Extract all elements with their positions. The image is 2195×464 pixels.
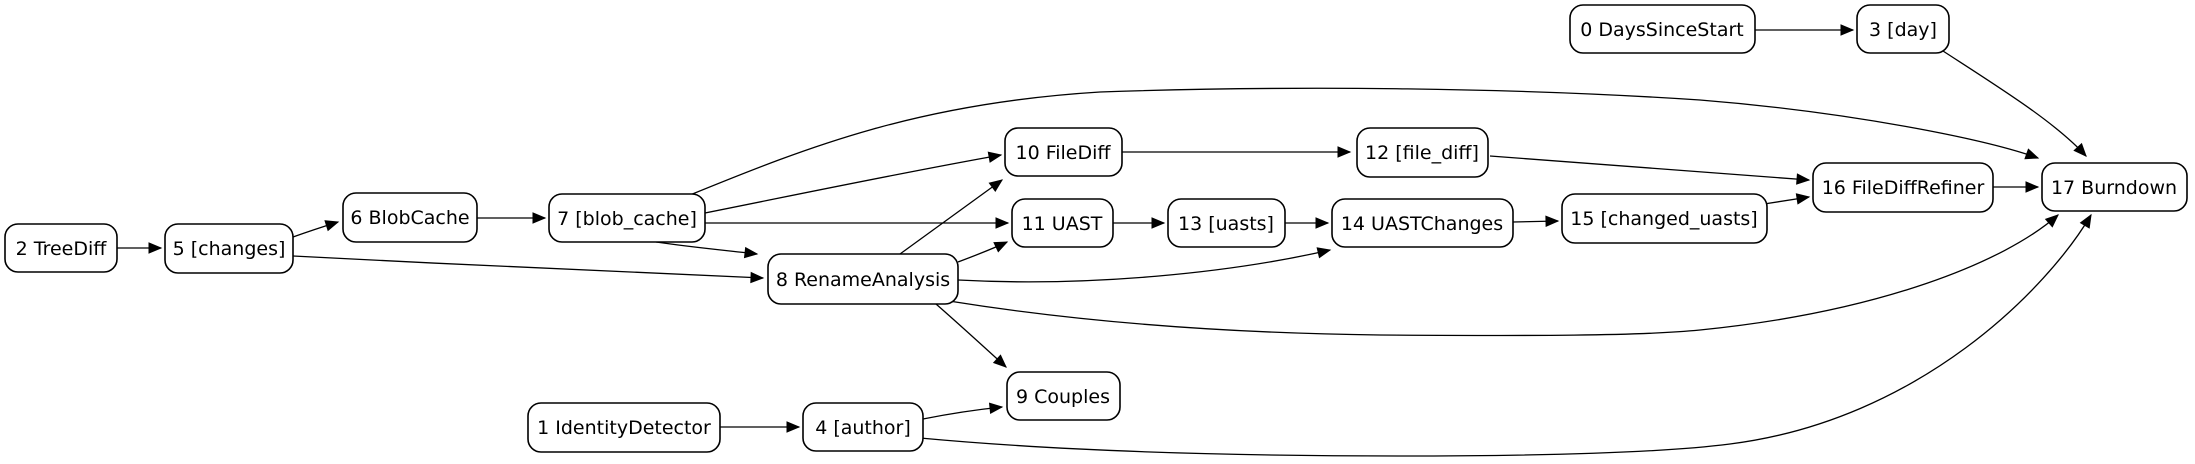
node-14-label: 14 UASTChanges	[1341, 213, 1503, 235]
edge-5-6	[292, 220, 340, 238]
node-0-box	[1569, 4, 1756, 54]
node-8-box	[767, 253, 959, 305]
node-3-day: 3 [day]	[1856, 4, 1950, 54]
edge-3-17	[1942, 50, 2087, 157]
node-16-label: 16 FileDiffRefiner	[1822, 177, 1985, 199]
edge-8-10	[899, 179, 1004, 255]
node-2-label: 2 TreeDiff	[16, 238, 108, 260]
node-15-box	[1561, 193, 1768, 244]
node-5-box	[164, 223, 294, 274]
edge-8-11	[957, 241, 1009, 263]
edge-layer	[117, 24, 2092, 457]
node-9-box	[1006, 371, 1121, 421]
node-4-box	[802, 402, 924, 452]
node-7-box	[548, 193, 706, 243]
node-1-box	[527, 402, 721, 453]
node-10-box	[1004, 127, 1123, 177]
node-11-label: 11 UAST	[1022, 213, 1103, 235]
node-12-label: 12 [file_diff]	[1365, 142, 1479, 164]
node-14-box	[1331, 198, 1514, 248]
node-12-file-diff: 12 [file_diff]	[1356, 127, 1489, 178]
edge-4-9	[922, 402, 1004, 420]
node-1-label: 1 IdentityDetector	[537, 417, 711, 439]
node-9-couples: 9 Couples	[1006, 371, 1121, 421]
node-16-box	[1812, 162, 1994, 213]
node-13-box	[1167, 198, 1286, 248]
edge-8-9	[935, 303, 1007, 368]
node-17-burndown: 17 Burndown	[2041, 162, 2188, 212]
node-0-label: 0 DaysSinceStart	[1580, 19, 1743, 41]
node-15-changed-uasts: 15 [changed_uasts]	[1561, 193, 1768, 244]
edge-7-10	[704, 151, 1003, 214]
edge-5-8	[292, 255, 765, 284]
node-1-identitydetector: 1 IdentityDetector	[527, 402, 721, 453]
edge-15-16	[1763, 193, 1811, 205]
node-4-label: 4 [author]	[815, 417, 911, 439]
edge-8-17	[948, 214, 2059, 337]
node-0-dayssincestart: 0 DaysSinceStart	[1569, 4, 1756, 54]
node-4-author: 4 [author]	[802, 402, 924, 452]
node-6-box	[342, 192, 478, 243]
node-8-renameanalysis: 8 RenameAnalysis	[767, 253, 959, 305]
node-10-label: 10 FileDiff	[1015, 142, 1111, 164]
node-11-uast: 11 UAST	[1011, 198, 1114, 248]
edge-7-17	[689, 87, 2040, 196]
node-13-label: 13 [uasts]	[1178, 213, 1274, 235]
node-10-filediff: 10 FileDiff	[1004, 127, 1123, 177]
node-2-box	[4, 223, 118, 273]
node-6-blobcache: 6 BlobCache	[342, 192, 478, 243]
edge-8-14	[957, 247, 1332, 283]
node-13-uasts: 13 [uasts]	[1167, 198, 1286, 248]
node-3-box	[1856, 4, 1950, 54]
edge-7-8	[655, 241, 759, 259]
edge-14-15	[1512, 215, 1560, 228]
node-12-box	[1356, 127, 1489, 178]
edge-12-16	[1489, 155, 1811, 185]
node-9-label: 9 Couples	[1016, 386, 1110, 408]
node-15-label: 15 [changed_uasts]	[1570, 208, 1757, 230]
node-11-box	[1011, 198, 1114, 248]
node-5-label: 5 [changes]	[173, 238, 286, 260]
node-7-blob-cache: 7 [blob_cache]	[548, 193, 706, 243]
node-2-treediff: 2 TreeDiff	[4, 223, 118, 273]
node-5-changes: 5 [changes]	[164, 223, 294, 274]
node-layer: 0 DaysSinceStart 3 [day] 2 TreeDiff 5 [c…	[4, 4, 2188, 453]
node-17-label: 17 Burndown	[2051, 177, 2177, 199]
node-7-label: 7 [blob_cache]	[557, 208, 697, 230]
node-8-label: 8 RenameAnalysis	[776, 269, 950, 291]
node-16-filediffrefiner: 16 FileDiffRefiner	[1812, 162, 1994, 213]
node-14-uastchanges: 14 UASTChanges	[1331, 198, 1514, 248]
edge-4-17	[919, 213, 2092, 457]
node-17-box	[2041, 162, 2188, 212]
node-3-label: 3 [day]	[1869, 19, 1937, 41]
node-6-label: 6 BlobCache	[350, 207, 469, 229]
